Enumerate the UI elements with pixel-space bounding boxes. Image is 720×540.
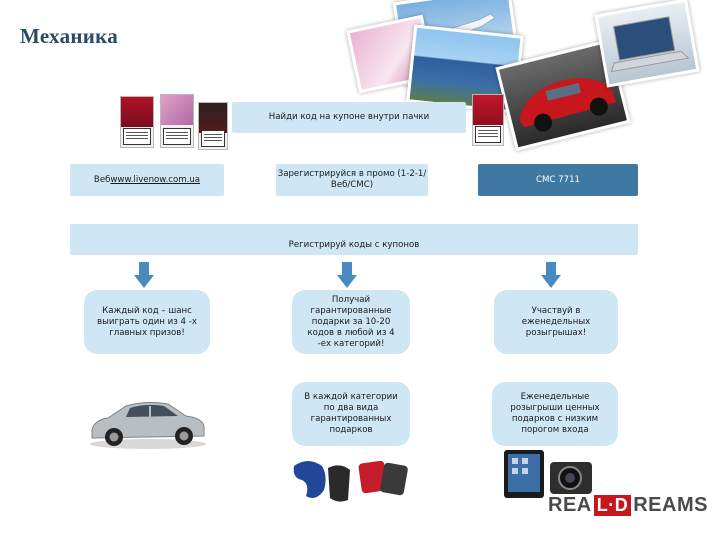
guaranteed-gifts-label: Получай гарантированные подарки за 10-20… — [307, 294, 395, 349]
register-promo-label: Зарегистрируйся в промо (1-2-1/Веб/СМС) — [277, 169, 427, 190]
cigarette-pack-pink — [160, 94, 194, 148]
guaranteed-gifts: Получай гарантированные подарки за 10-20… — [292, 290, 410, 354]
arrow-down-icon — [337, 262, 357, 288]
weekly-draws: Участвуй в еженедельных розыгрышах! — [494, 290, 618, 354]
web-registration-box: Веб www.livenow.com.ua — [70, 164, 224, 196]
web-link[interactable]: www.livenow.com.ua — [110, 174, 201, 185]
weekly-prizes-label: Еженедельные розыгрыши ценных подарков с… — [510, 392, 600, 435]
arrow-down-icon — [134, 262, 154, 288]
logo-part-real: REA — [548, 494, 592, 516]
arrow-down-icon — [541, 262, 561, 288]
weekly-draws-label: Участвуй в еженедельных розыгрышах! — [521, 305, 591, 338]
car-image — [90, 401, 206, 449]
page-title: Механика — [20, 24, 119, 48]
logo-part-ld: L·D — [593, 495, 632, 516]
main-prize-chance-label: Каждый код – шанс выиграть один из 4 -х … — [97, 305, 197, 338]
register-codes-banner: Регистрируй коды с купонов — [70, 224, 638, 255]
main-prize-chance: Каждый код – шанс выиграть один из 4 -х … — [84, 290, 210, 354]
weekly-prizes: Еженедельные розыгрыши ценных подарков с… — [492, 382, 618, 446]
logo-part-dreams: REAMS — [633, 494, 708, 516]
web-prefix: Веб — [93, 174, 111, 185]
real-dreams-logo: REA L·D REAMS — [548, 494, 708, 517]
cigarette-pack-red-right — [472, 94, 504, 146]
travel-pillows-image — [288, 456, 414, 508]
collage-photo-laptop — [594, 0, 700, 88]
register-promo-box: Зарегистрируйся в промо (1-2-1/Веб/СМС) — [276, 164, 428, 196]
category-gifts: В каждой категории по два вида гарантиро… — [292, 382, 410, 446]
category-gifts-label: В каждой категории по два вида гарантиро… — [304, 392, 398, 435]
sms-box: СМС 7711 — [478, 164, 638, 196]
cigarette-pack-dark — [198, 102, 228, 150]
cigarette-pack-red — [120, 96, 154, 148]
step-find-code-label: Найди код на купоне внутри пачки — [268, 112, 430, 122]
sms-label: СМС 7711 — [535, 174, 581, 185]
tablet-camera-image — [500, 448, 596, 500]
register-codes-label: Регистрируй коды с купонов — [288, 240, 420, 250]
collage-photo-car — [495, 39, 631, 151]
step-find-code: Найди код на купоне внутри пачки — [232, 102, 466, 133]
